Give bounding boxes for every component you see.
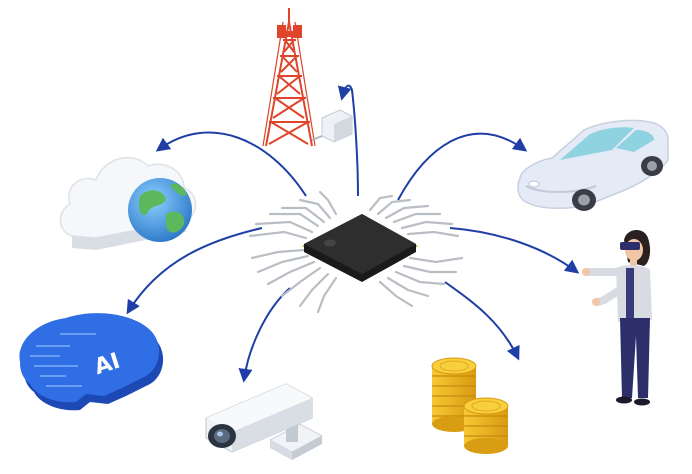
arrow-to-person [449,227,580,274]
coins-icon [431,357,509,454]
microchip [248,190,464,314]
equipment-box-icon [311,109,353,143]
arrow-to-camera [238,287,291,383]
vr-user-icon [582,229,652,406]
arrow-to-ai [126,227,263,315]
coin-stack-right [463,397,509,454]
arrow-to-tower [337,84,359,197]
arrow-to-cloud [155,131,307,197]
cell-tower-icon [262,8,316,147]
circuit-traces [248,190,464,314]
vr-headset [620,242,640,250]
arrow-to-coins [444,281,520,361]
chip-dot [324,239,336,247]
security-camera-icon [205,383,324,460]
arrow-to-car [397,132,528,201]
car-icon [517,119,669,211]
ai-head-icon: AI [19,313,164,411]
cloud-globe-icon [59,156,197,250]
chip-body-top [304,214,416,274]
